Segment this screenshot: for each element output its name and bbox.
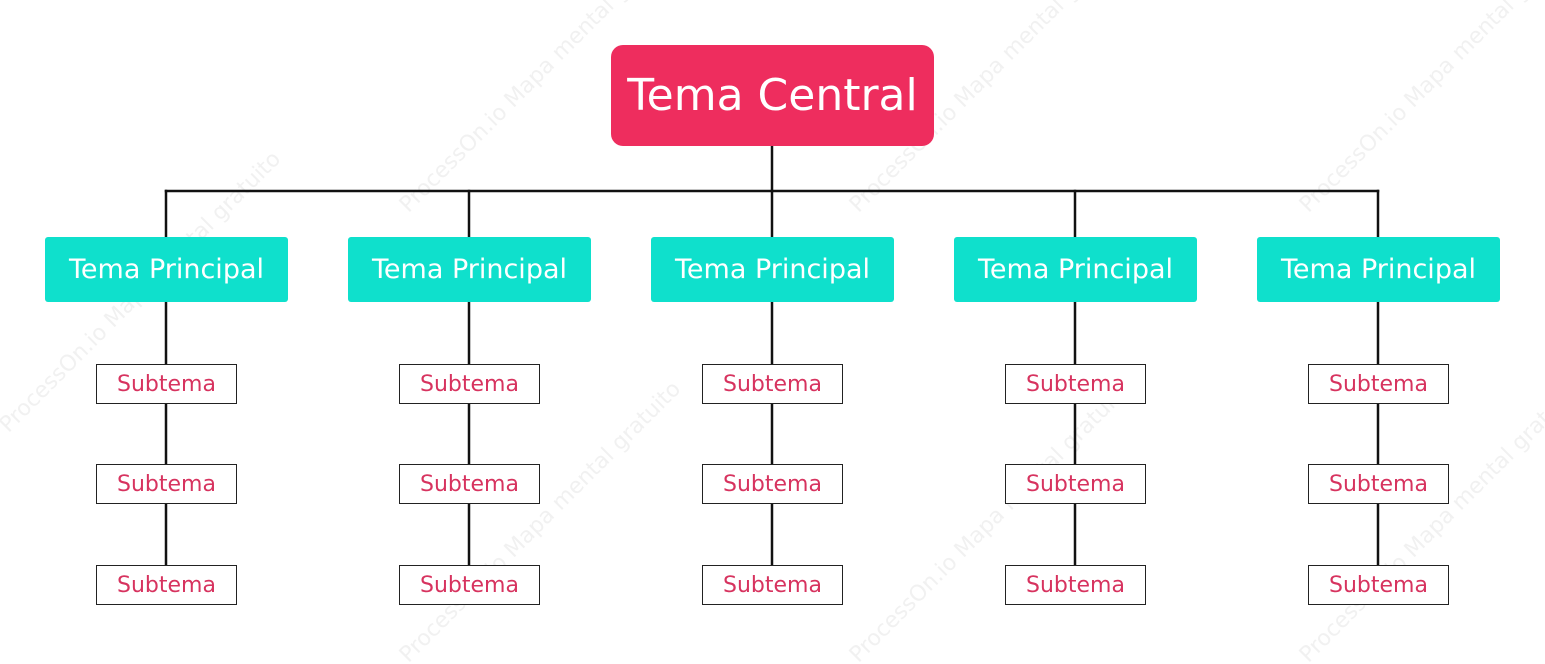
subtopic-node[interactable]: Subtema xyxy=(96,464,237,504)
subtopic-label: Subtema xyxy=(1026,572,1125,598)
main-topic-label: Tema Principal xyxy=(69,254,264,285)
subtopic-label: Subtema xyxy=(117,572,216,598)
central-topic-label: Tema Central xyxy=(627,70,918,121)
subtopic-label: Subtema xyxy=(420,572,519,598)
central-topic-node[interactable]: Tema Central xyxy=(611,45,934,146)
subtopic-label: Subtema xyxy=(420,371,519,397)
subtopic-node[interactable]: Subtema xyxy=(96,565,237,605)
subtopic-node[interactable]: Subtema xyxy=(1005,364,1146,404)
subtopic-node[interactable]: Subtema xyxy=(1308,364,1449,404)
subtopic-node[interactable]: Subtema xyxy=(96,364,237,404)
main-topic-node[interactable]: Tema Principal xyxy=(1257,237,1500,302)
subtopic-label: Subtema xyxy=(420,471,519,497)
subtopic-node[interactable]: Subtema xyxy=(1308,464,1449,504)
main-topic-node[interactable]: Tema Principal xyxy=(954,237,1197,302)
subtopic-label: Subtema xyxy=(1026,371,1125,397)
subtopic-label: Subtema xyxy=(1329,371,1428,397)
subtopic-node[interactable]: Subtema xyxy=(1005,565,1146,605)
subtopic-node[interactable]: Subtema xyxy=(399,464,540,504)
subtopic-node[interactable]: Subtema xyxy=(702,565,843,605)
main-topic-node[interactable]: Tema Principal xyxy=(348,237,591,302)
main-topic-label: Tema Principal xyxy=(1281,254,1476,285)
main-topic-node[interactable]: Tema Principal xyxy=(651,237,894,302)
subtopic-label: Subtema xyxy=(117,471,216,497)
subtopic-label: Subtema xyxy=(1026,471,1125,497)
main-topic-label: Tema Principal xyxy=(675,254,870,285)
subtopic-label: Subtema xyxy=(117,371,216,397)
subtopic-label: Subtema xyxy=(723,371,822,397)
subtopic-node[interactable]: Subtema xyxy=(702,364,843,404)
subtopic-node[interactable]: Subtema xyxy=(1005,464,1146,504)
subtopic-label: Subtema xyxy=(723,471,822,497)
subtopic-node[interactable]: Subtema xyxy=(399,364,540,404)
subtopic-node[interactable]: Subtema xyxy=(399,565,540,605)
subtopic-label: Subtema xyxy=(1329,471,1428,497)
subtopic-label: Subtema xyxy=(723,572,822,598)
main-topic-label: Tema Principal xyxy=(978,254,1173,285)
main-topic-node[interactable]: Tema Principal xyxy=(45,237,288,302)
subtopic-node[interactable]: Subtema xyxy=(1308,565,1449,605)
main-topic-label: Tema Principal xyxy=(372,254,567,285)
subtopic-node[interactable]: Subtema xyxy=(702,464,843,504)
subtopic-label: Subtema xyxy=(1329,572,1428,598)
